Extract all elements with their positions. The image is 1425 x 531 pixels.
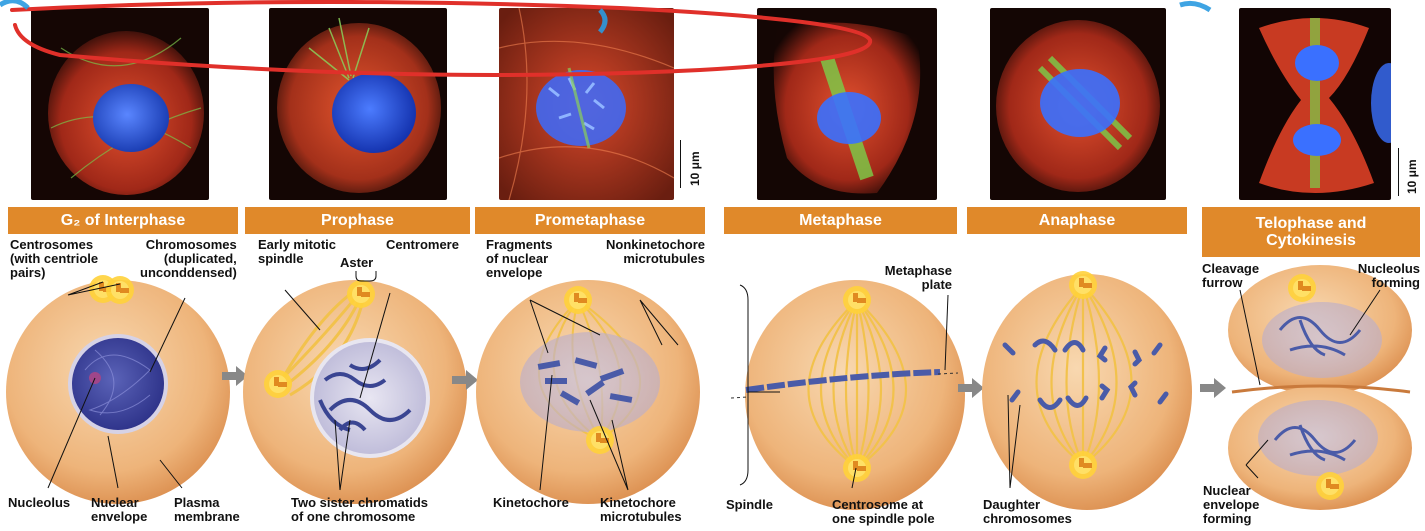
label-kinetochore-microtubules: Kinetochoremicrotubules — [600, 496, 682, 524]
cell-prometaphase — [476, 280, 700, 504]
cell-anaphase — [982, 271, 1192, 510]
cell-metaphase — [731, 280, 965, 510]
label-early-spindle: Early mitoticspindle — [258, 238, 336, 266]
label-centrosome-pole: Centrosome atone spindle pole — [832, 498, 935, 526]
cell-g2 — [6, 275, 230, 504]
label-aster: Aster — [340, 256, 373, 270]
label-nucleolus: Nucleolus — [8, 496, 70, 510]
label-metaphase-plate: Metaphaseplate — [870, 264, 952, 292]
label-sister-chromatids: Two sister chromatidsof one chromosome — [291, 496, 428, 524]
cell-telophase — [1228, 265, 1412, 510]
arrow-icon — [1200, 378, 1226, 398]
label-centrosomes: Centrosomes(with centriolepairs) — [10, 238, 98, 280]
label-spindle: Spindle — [726, 498, 773, 512]
label-nucleolus-forming: Nucleolusforming — [1340, 262, 1420, 290]
cell-prophase — [243, 280, 467, 504]
label-plasma-membrane: Plasmamembrane — [174, 496, 240, 524]
label-fragments: Fragmentsof nuclearenvelope — [486, 238, 552, 280]
label-nonkinetochore: Nonkinetochoremicrotubules — [591, 238, 705, 266]
label-daughter-chromosomes: Daughterchromosomes — [983, 498, 1072, 526]
label-nuclear-envelope: Nuclearenvelope — [91, 496, 147, 524]
label-kinetochore: Kinetochore — [493, 496, 569, 510]
label-chromosomes: Chromosomes(duplicated,unconddensed) — [140, 238, 237, 280]
label-nuclear-envelope-forming: Nuclearenvelopeforming — [1203, 484, 1259, 526]
label-cleavage: Cleavagefurrow — [1202, 262, 1259, 290]
label-centromere: Centromere — [386, 238, 459, 252]
